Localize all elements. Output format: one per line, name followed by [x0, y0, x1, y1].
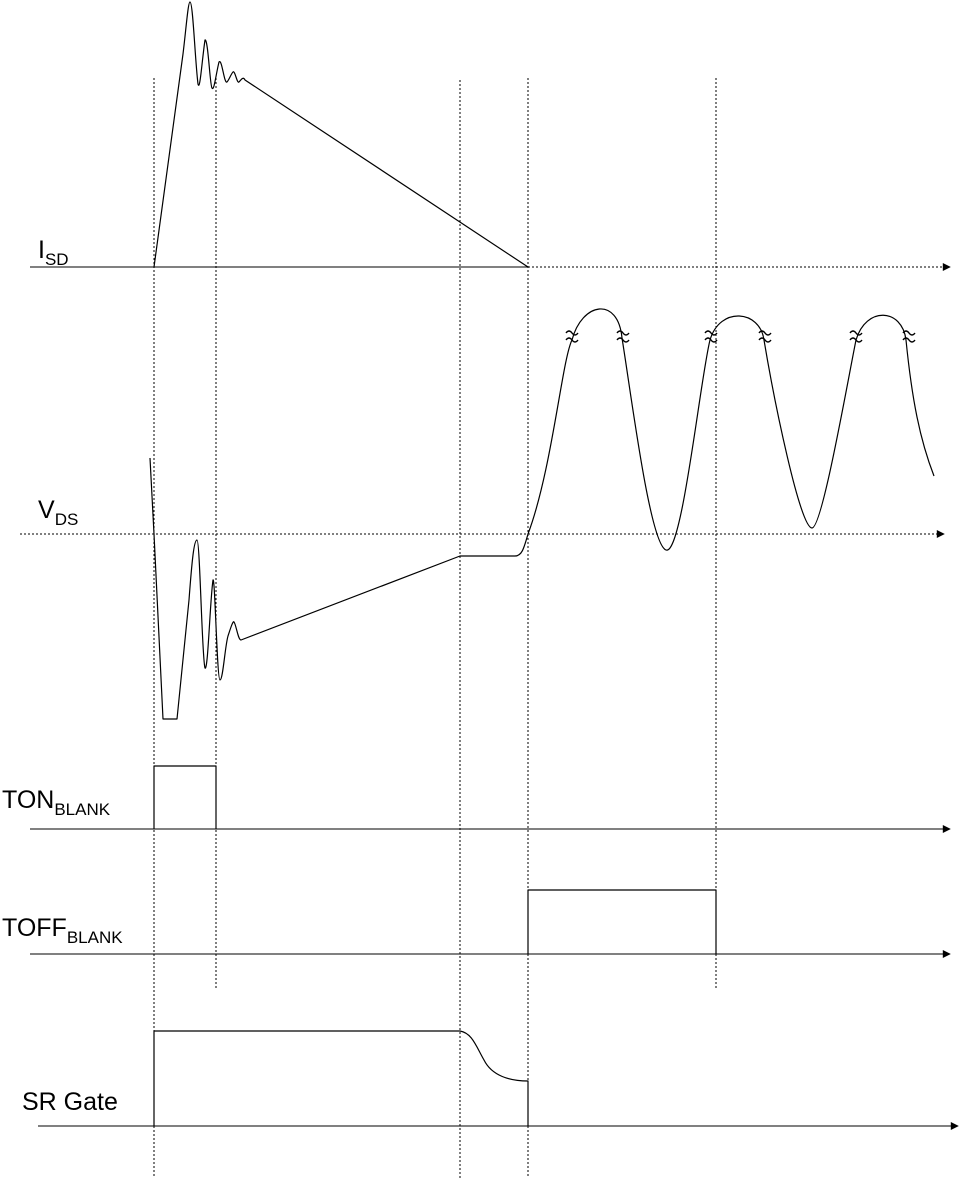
sr-gate-label: SR Gate	[22, 1088, 118, 1116]
vds-waveform	[149, 308, 935, 720]
vds-label: VDS	[38, 496, 78, 529]
toff-blank-pulse	[527, 889, 717, 954]
isd-label: ISD	[38, 236, 69, 269]
ton-blank-label: TONBLANK	[2, 786, 111, 819]
isd-waveform	[153, 1, 529, 268]
vds-break-marks	[565, 330, 916, 343]
sr-gate-waveform	[153, 1030, 529, 1126]
toff-blank-label: TOFFBLANK	[2, 914, 123, 947]
ton-blank-pulse	[153, 765, 217, 829]
